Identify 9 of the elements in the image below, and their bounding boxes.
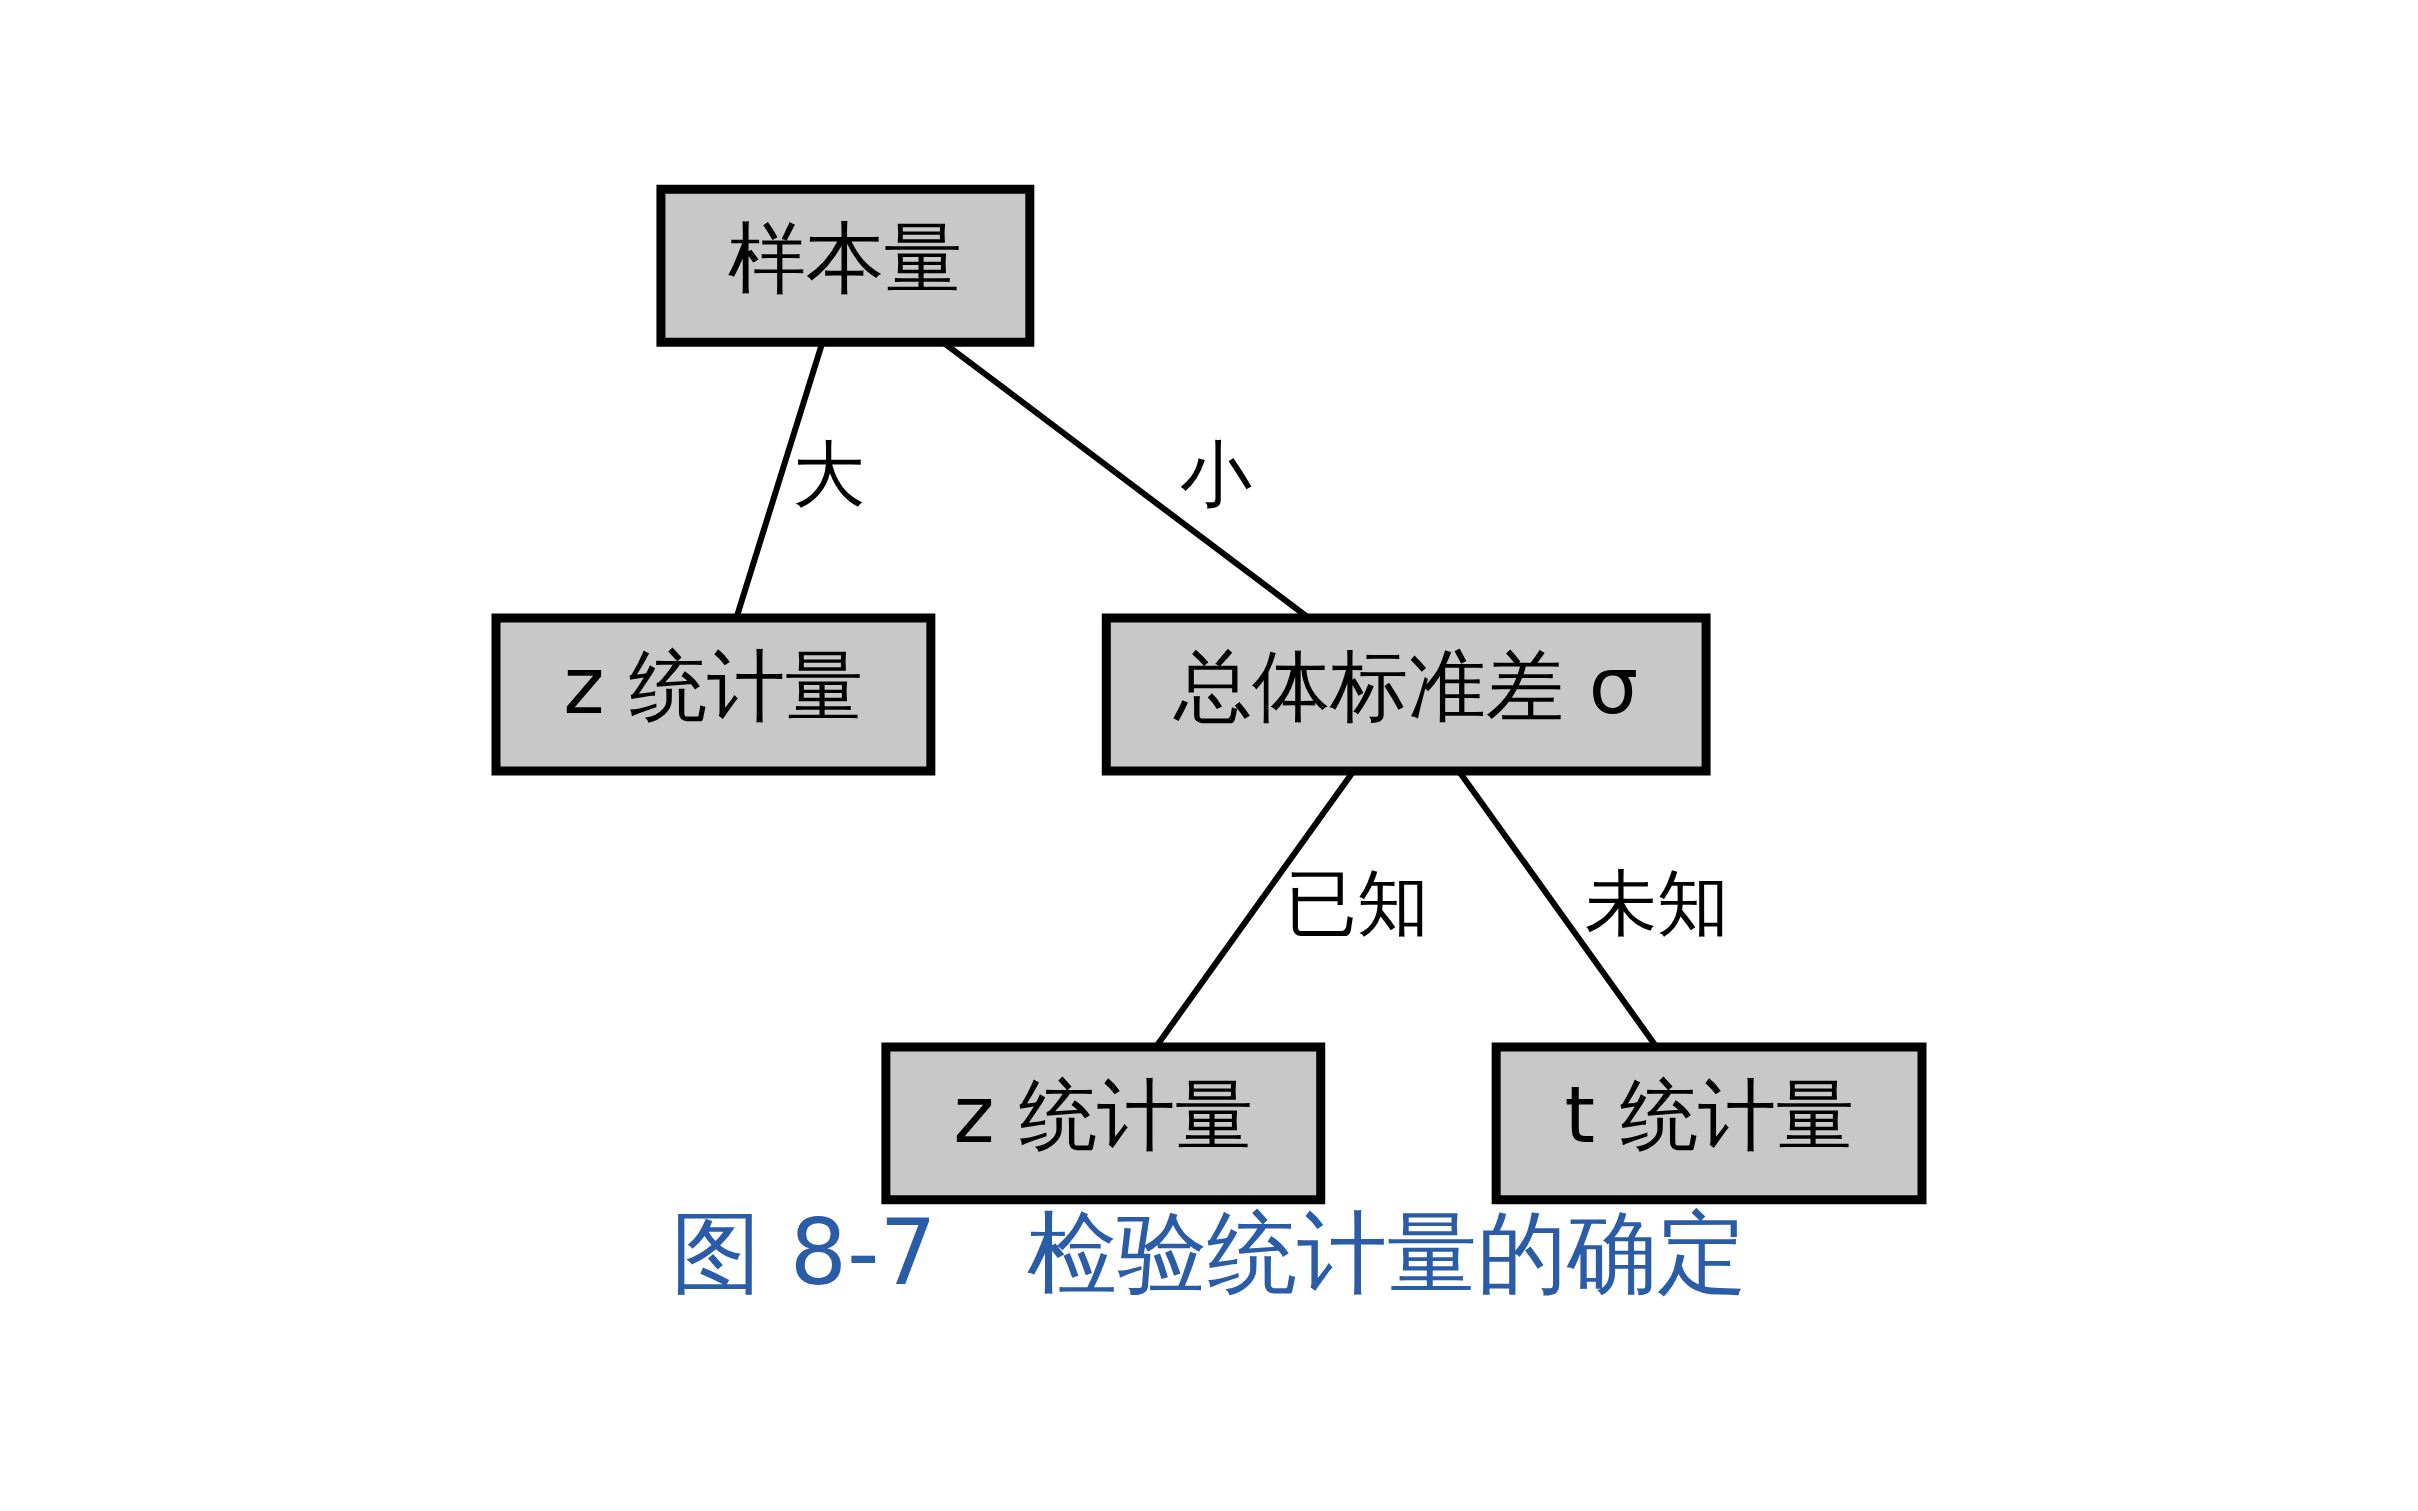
node-box: z 统计量 [881,1041,1326,1204]
edge-label: 未知 [1584,860,1729,945]
node-box: 总体标准差 σ [1101,613,1711,775]
edge-label: 小 [1179,431,1252,516]
edge-label: 已知 [1284,860,1429,945]
edge-label: 大 [792,431,865,516]
node-box: 样本量 [656,184,1035,347]
node-box: t 统计量 [1491,1041,1927,1204]
node-box: z 统计量 [491,613,936,775]
